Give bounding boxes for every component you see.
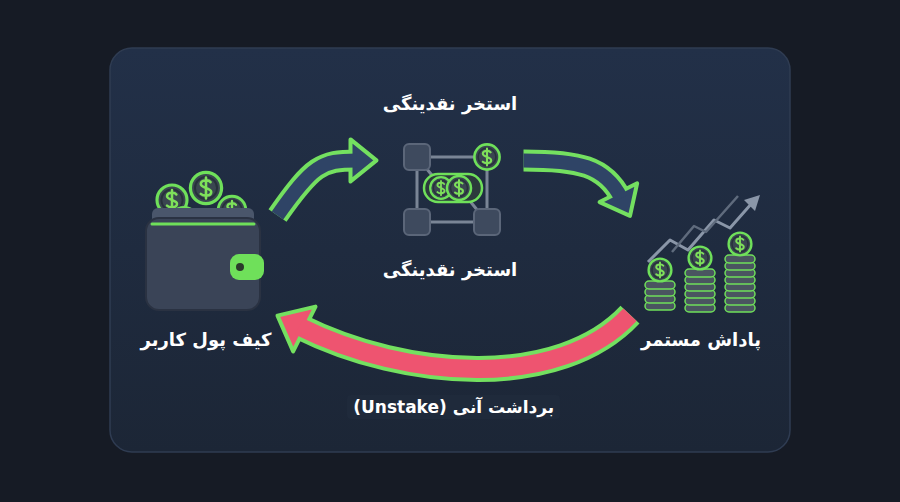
node-label: پاداش مستمر bbox=[641, 328, 761, 352]
edge-label: برداشت آنی (Unstake) bbox=[347, 395, 560, 419]
arrow-outline bbox=[524, 160, 622, 198]
coin-face bbox=[649, 259, 672, 282]
icon-node: کیف پول کاربر bbox=[135, 170, 278, 352]
flow-arrow bbox=[278, 307, 631, 369]
reward-icon bbox=[645, 195, 760, 312]
arrow-body bbox=[299, 315, 630, 369]
node-label: کیف پول کاربر bbox=[141, 328, 272, 352]
arrow-outline bbox=[299, 315, 630, 369]
coin-face bbox=[729, 233, 752, 256]
panel bbox=[110, 48, 790, 452]
arrow-body bbox=[524, 160, 622, 198]
node-label: استخر نقدینگی bbox=[383, 258, 518, 282]
flow-arrow bbox=[278, 139, 377, 215]
arrow-body bbox=[278, 160, 357, 215]
pool-icon bbox=[404, 144, 500, 235]
icon-node: استخر نقدینگی استخر نقدینگی bbox=[377, 92, 524, 282]
node-label: استخر نقدینگی bbox=[383, 92, 518, 116]
coin-face bbox=[689, 247, 712, 270]
flow-arrow bbox=[524, 160, 638, 216]
icon-node: پاداش مستمر bbox=[630, 190, 772, 352]
arrow-outline bbox=[278, 160, 357, 215]
wallet-icon bbox=[146, 172, 264, 310]
